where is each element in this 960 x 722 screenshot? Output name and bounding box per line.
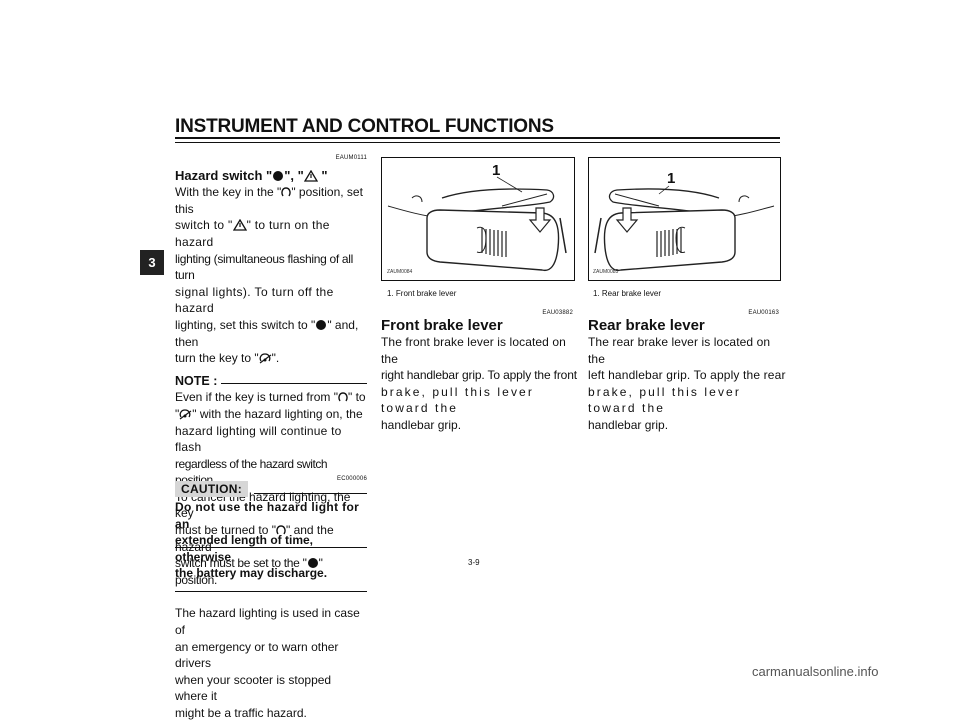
key-on-icon xyxy=(338,392,348,402)
text: " and the hazard xyxy=(175,523,334,554)
rear-line-1: The rear brake lever is located on the xyxy=(588,335,771,366)
caution-line-1: Do not use the hazard light for an xyxy=(175,500,360,531)
note-line-2: " " with the hazard lighting on, the xyxy=(175,406,367,423)
front-line-1: The front brake lever is located on the xyxy=(381,335,566,366)
figure-code: ZAUM0085 xyxy=(593,269,619,275)
front-brake-illustration xyxy=(387,176,567,272)
rear-brake-text: The rear brake lever is located on the l… xyxy=(588,334,788,434)
note-end-rule xyxy=(175,591,367,593)
callout-number: 1 xyxy=(492,162,501,179)
filled-circle-icon xyxy=(273,170,284,181)
rear-brake-heading: Rear brake lever xyxy=(588,317,705,334)
caution-text: Do not use the hazard light for an exten… xyxy=(175,499,367,582)
page-title: INSTRUMENT AND CONTROL FUNCTIONS xyxy=(175,116,554,137)
hazard-line-5: lighting, set this switch to "" and, the… xyxy=(175,317,367,350)
front-brake-heading: Front brake lever xyxy=(381,317,503,334)
text: " position, set this xyxy=(175,185,363,216)
title-rule xyxy=(175,137,780,139)
caution-end-rule xyxy=(175,547,367,548)
rear-brake-illustration xyxy=(594,185,775,272)
front-line-2: right handlebar grip. To apply the front xyxy=(381,368,577,383)
text: " position. xyxy=(175,556,323,587)
usage-line-3: when your scooter is stopped where it xyxy=(175,672,332,704)
watermark: carmanualsonline.info xyxy=(752,664,879,679)
caution-label: CAUTION: xyxy=(175,481,249,497)
chapter-tab: 3 xyxy=(140,250,164,275)
front-line-3: brake, pull this lever toward the xyxy=(381,384,534,416)
warning-triangle-icon xyxy=(303,169,318,182)
text: switch must be set to the " xyxy=(175,556,307,571)
section-code: EAUM0111 xyxy=(335,155,367,161)
text: switch to " xyxy=(175,218,233,233)
usage-line-2: an emergency or to warn other drivers xyxy=(175,639,339,671)
text: " with the hazard lighting on, the xyxy=(192,406,363,421)
front-brake-text: The front brake lever is located on the … xyxy=(381,334,581,434)
heading-text: ", " xyxy=(284,167,304,183)
filled-circle-icon xyxy=(316,319,327,330)
text: " to turn on the hazard xyxy=(175,218,330,249)
note-rule xyxy=(221,382,367,384)
caution-rule xyxy=(254,492,367,494)
note-line-1: Even if the key is turned from " " to xyxy=(175,389,367,406)
caution-line-3: the battery may discharge. xyxy=(175,566,328,581)
hazard-line-2: switch to "" to turn on the hazard xyxy=(175,217,367,250)
hazard-line-3: lighting (simultaneous flashing of all t… xyxy=(175,251,354,283)
text: Even if the key is turned from " xyxy=(175,390,338,405)
text: lighting, set this switch to " xyxy=(175,317,316,332)
caution-code: EC000006 xyxy=(337,476,367,482)
front-line-4: handlebar grip. xyxy=(381,417,462,432)
figure-code: ZAUM0084 xyxy=(387,269,413,275)
rear-line-4: handlebar grip. xyxy=(588,417,669,432)
hazard-line-6: turn the key to " ". xyxy=(175,350,367,367)
callout-number: 1 xyxy=(667,170,676,187)
rear-brake-caption: 1. Rear brake lever xyxy=(593,289,662,298)
note-label: NOTE : xyxy=(175,373,218,388)
note-line-6: must be turned to "" and the hazard xyxy=(175,522,367,555)
hazard-line-1: With the key in the "" position, set thi… xyxy=(175,184,367,217)
rear-line-3: brake, pull this lever toward the xyxy=(588,384,741,416)
rear-section-code: EAU00163 xyxy=(748,310,779,316)
note-header: NOTE : xyxy=(175,373,367,390)
text: " to xyxy=(348,390,366,405)
text: must be turned to " xyxy=(175,523,276,538)
warning-triangle-icon xyxy=(232,219,247,232)
usage-line-4: might be a traffic hazard. xyxy=(175,706,307,720)
key-on-icon xyxy=(281,187,291,197)
text: turn the key to " xyxy=(175,351,259,366)
page-number: 3-9 xyxy=(468,558,480,567)
note-line-7: switch must be set to the "" position. xyxy=(175,555,367,588)
text: With the key in the " xyxy=(175,185,282,200)
text: ". xyxy=(271,351,280,366)
usage-paragraph: The hazard lighting is used in case of a… xyxy=(175,605,367,721)
hazard-heading: Hazard switch " ", " " xyxy=(175,168,367,185)
key-lock-icon xyxy=(259,353,271,364)
filled-circle-icon xyxy=(307,558,318,569)
hazard-line-4: signal lights). To turn off the hazard xyxy=(175,284,334,316)
rear-brake-figure: 1 ZAUM0085 xyxy=(588,157,781,281)
heading-text: Hazard switch " xyxy=(175,167,273,183)
hazard-section: EAUM0111 Hazard switch " ", " " With the … xyxy=(175,150,367,722)
usage-line-1: The hazard lighting is used in case of xyxy=(175,606,360,638)
text: " xyxy=(175,406,180,421)
note-line-3: hazard lighting will continue to flash xyxy=(175,423,342,455)
heading-text: " xyxy=(317,167,328,183)
front-section-code: EAU03882 xyxy=(542,310,573,316)
caution-header: CAUTION: xyxy=(175,481,367,497)
rear-line-2: left handlebar grip. To apply the rear xyxy=(588,368,786,383)
caution-line-2: extended length of time, otherwise xyxy=(175,533,314,564)
text: " and, then xyxy=(175,317,359,349)
key-lock-icon xyxy=(179,409,192,420)
front-brake-caption: 1. Front brake lever xyxy=(387,289,457,298)
title-rule-thin xyxy=(175,142,780,143)
key-on-icon xyxy=(276,525,286,535)
front-brake-figure: 1 ZAUM0084 xyxy=(381,157,575,281)
